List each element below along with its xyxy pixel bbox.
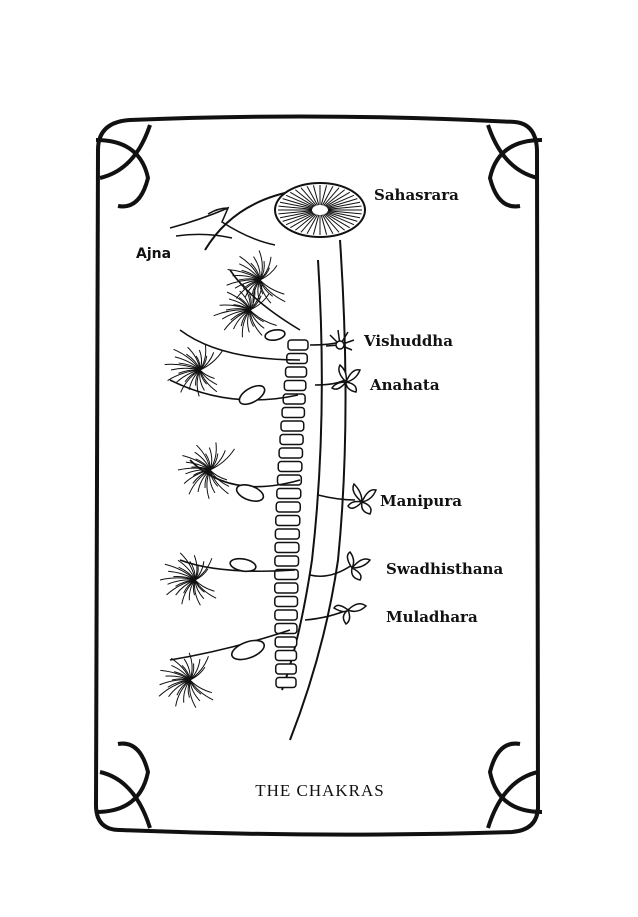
label-sahasrara: Sahasrara <box>374 186 459 204</box>
label-ajna: Ajna <box>136 246 171 262</box>
vertebra <box>275 501 301 513</box>
corner-ornament-bottom-right <box>486 741 543 829</box>
vertebra <box>274 595 299 608</box>
vertebrae-stack <box>273 339 309 689</box>
label-swadhisthana: Swadhisthana <box>386 560 503 578</box>
vertebra <box>274 663 297 675</box>
vertebra <box>281 406 306 419</box>
lotus-muladhara-icon <box>332 603 368 626</box>
vertebra <box>275 676 297 689</box>
vertebra <box>287 339 309 351</box>
vertebra <box>283 379 307 392</box>
nerve-tuft <box>159 552 217 606</box>
card-title: THE CHAKRAS <box>255 781 385 800</box>
vertebra <box>274 555 300 567</box>
vertebra <box>274 636 298 648</box>
vertebra <box>274 541 300 554</box>
corner-ornament-bottom-left <box>95 741 152 829</box>
vertebra <box>278 447 304 459</box>
corner-ornament-top-right <box>486 124 543 209</box>
vertebra <box>274 528 301 540</box>
lotus-anahata-icon <box>330 363 362 393</box>
vertebra <box>277 460 303 473</box>
lotus-swadhisthana-icon <box>346 550 372 581</box>
card-border <box>93 114 541 837</box>
label-anahata: Anahata <box>369 376 440 394</box>
nerve-tuft <box>213 283 277 338</box>
nerve-tuft <box>164 344 223 397</box>
nerve-tufts <box>158 250 286 708</box>
vertebra <box>274 568 299 581</box>
nerve-tuft <box>158 652 214 708</box>
nerve-branches <box>169 269 356 661</box>
vertebra <box>284 366 308 378</box>
vertebra <box>273 582 299 594</box>
label-vishuddha: Vishuddha <box>363 332 453 350</box>
vertebra <box>276 474 303 486</box>
lotus-sahasrara-icon <box>274 182 366 238</box>
vertebra <box>279 433 304 446</box>
ajna-ribbon-icon <box>169 206 276 246</box>
corner-ornament-top-left <box>95 124 152 209</box>
vertebra <box>286 352 309 365</box>
vertebra <box>274 609 298 621</box>
label-muladhara: Muladhara <box>386 608 478 626</box>
label-manipura: Manipura <box>380 492 462 510</box>
vertebra <box>274 622 298 635</box>
vertebra <box>275 514 301 527</box>
vertebra <box>274 649 298 662</box>
vertebra <box>276 487 302 500</box>
vertebra <box>280 420 305 432</box>
lotus-vishuddha-icon <box>325 329 355 351</box>
lotus-manipura-icon <box>347 482 378 515</box>
ganglia <box>229 328 286 661</box>
nerve-tuft <box>177 442 235 499</box>
